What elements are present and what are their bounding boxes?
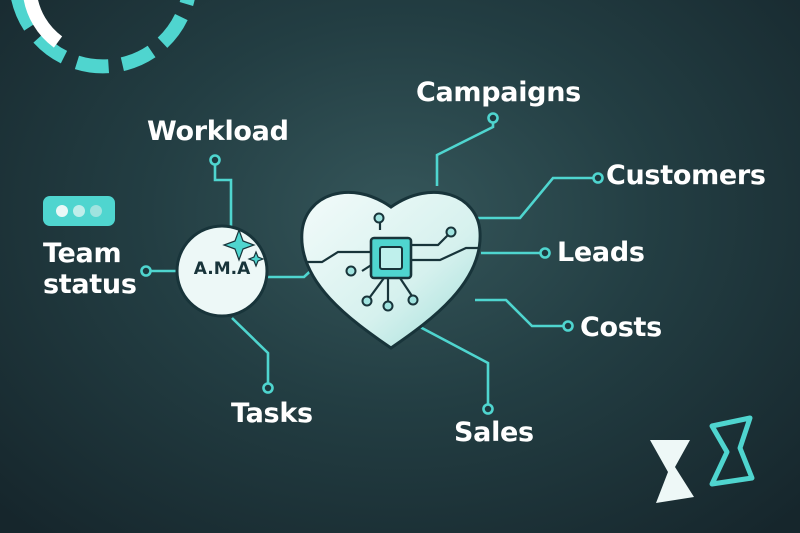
connector-sales <box>419 325 490 408</box>
team-status-indicator <box>43 196 115 226</box>
label-campaigns: Campaigns <box>416 77 581 108</box>
label-team-status-line1: Team <box>43 238 122 269</box>
label-team-status-line2: status <box>43 269 137 300</box>
node-dot-campaigns <box>487 112 499 124</box>
node-dot-team-status <box>140 265 152 277</box>
label-sales: Sales <box>454 417 534 448</box>
label-customers: Customers <box>606 160 766 191</box>
hourglass-icon-outline <box>709 415 755 487</box>
status-dot <box>56 205 68 217</box>
connector-customers <box>476 176 596 220</box>
connector-tasks <box>231 317 270 387</box>
label-costs: Costs <box>580 312 662 343</box>
hourglass-icon-solid <box>650 440 694 503</box>
node-dot-workload <box>209 154 221 166</box>
connector-costs <box>475 298 566 328</box>
node-dot-sales <box>482 403 494 415</box>
chip-icon <box>369 236 413 280</box>
connector-campaigns <box>435 120 495 186</box>
status-dot <box>90 205 102 217</box>
decorative-dashed-ring <box>10 0 197 74</box>
sparkle-icon <box>222 228 265 268</box>
label-workload: Workload <box>147 116 289 147</box>
label-leads: Leads <box>557 237 645 268</box>
node-dot-leads <box>539 247 551 259</box>
node-dot-costs <box>562 320 574 332</box>
status-dot <box>73 205 85 217</box>
circuit-nodes <box>345 212 457 312</box>
node-dot-customers <box>592 172 604 184</box>
connector-workload <box>213 160 233 230</box>
label-tasks: Tasks <box>231 398 313 429</box>
right-connectors <box>419 120 596 408</box>
node-dot-tasks <box>262 382 274 394</box>
ama-label: A.M.A <box>193 259 251 279</box>
label-team-status: Team status <box>43 238 153 300</box>
